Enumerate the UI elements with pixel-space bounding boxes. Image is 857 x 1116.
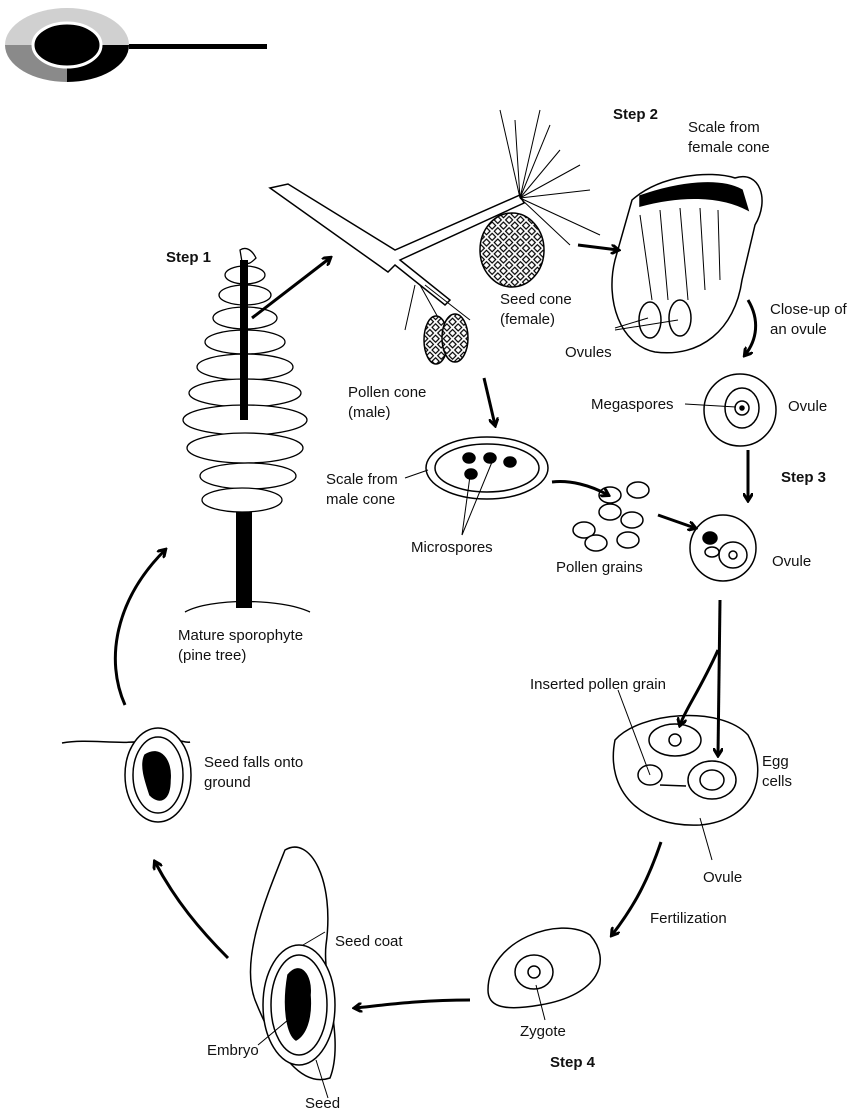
microspores-label: Microspores — [411, 539, 493, 556]
pollinated-ovule — [689, 514, 757, 582]
step-1-label: Step 1 — [166, 249, 212, 266]
step-4-label: Step 4 — [550, 1054, 596, 1071]
ovule-label-top: Ovule — [788, 398, 828, 415]
winged-seed — [249, 846, 336, 1081]
zygote-seed — [487, 927, 601, 1009]
ovules-label: Ovules — [565, 344, 612, 361]
ovule-label-low: Ovule — [703, 869, 743, 886]
pollen-grains-cluster — [572, 481, 650, 552]
pine-branch — [268, 109, 601, 365]
zygote-label: Zygote — [520, 1023, 566, 1040]
pollen-cone-cluster — [423, 313, 469, 365]
segmented-ring-logo — [5, 8, 267, 82]
ovule-closeup — [703, 373, 777, 447]
step-2-label: Step 2 — [613, 106, 659, 123]
fertilization-label: Fertilization — [650, 910, 727, 927]
male-cone-scale — [425, 436, 549, 500]
mature-sporophyte-label: Mature sporophyte(pine tree) — [178, 627, 304, 664]
step-3-label: Step 3 — [781, 469, 827, 486]
pollen-grains-label: Pollen grains — [556, 559, 643, 576]
pollen-cone-label: Pollen cone(male) — [348, 384, 427, 421]
female-cone-scale — [611, 173, 763, 354]
ovule-with-egg-cells — [612, 714, 759, 826]
label-leader-lines — [257, 317, 737, 1099]
pine-tree — [182, 247, 311, 613]
seed-on-ground — [61, 727, 192, 823]
seed-cone-label: Seed cone(female) — [500, 291, 572, 328]
seed-coat-label: Seed coat — [335, 933, 403, 950]
seed-label: Seed — [305, 1095, 341, 1112]
cycle-arrows — [113, 243, 757, 1008]
ovule-label-mid: Ovule — [772, 553, 812, 570]
inserted-pollen-grain-label: Inserted pollen grain — [530, 676, 666, 693]
megaspores-label: Megaspores — [591, 396, 674, 413]
embryo-label: Embryo — [207, 1042, 259, 1059]
